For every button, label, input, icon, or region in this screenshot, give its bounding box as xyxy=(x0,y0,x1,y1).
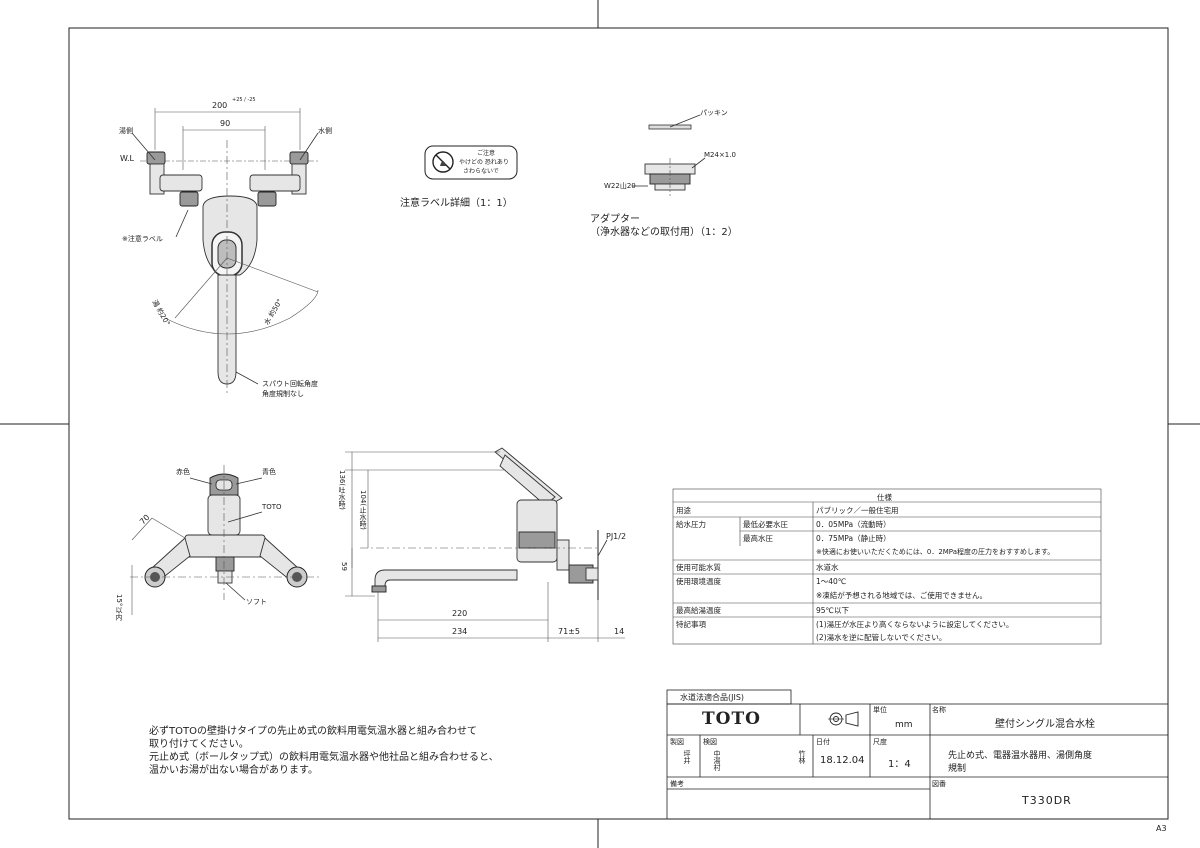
side-view-drawing xyxy=(345,447,625,642)
adapter-drawing xyxy=(632,114,706,196)
dim-71: 71±5 xyxy=(558,627,580,636)
dim-136: 136(吐水時) xyxy=(338,470,346,510)
scale-value: 1：4 xyxy=(888,759,911,770)
dim-90: 90 xyxy=(220,119,231,128)
caution-line-3: さわらないで xyxy=(463,168,499,175)
check-by-2: 竹林 xyxy=(798,750,806,764)
spec-cell-v: (1)湯圧が水圧より高くならないように設定してください。 xyxy=(816,620,1014,629)
adapter-caption-1: アダプター xyxy=(590,214,640,225)
dim-104: 104(止水時) xyxy=(359,490,367,530)
spec-cell-v: (2)湯水を逆に配管しないでください。 xyxy=(816,633,947,642)
spec-cell-v: 1～40℃ xyxy=(816,577,847,586)
drawn-label: 製図 xyxy=(670,738,684,746)
check-by: 中湯村 xyxy=(713,750,721,771)
note-line-2: 取り付けてください。 xyxy=(149,739,249,750)
date-label: 日付 xyxy=(816,738,830,746)
sheet-size-label: A3 xyxy=(1156,824,1167,833)
dim-234: 234 xyxy=(452,627,468,636)
adapter-caption-2: （浄水器などの取付用）（1：2） xyxy=(590,227,738,238)
spout-note-1: スパウト回転角度 xyxy=(262,380,318,388)
caution-label-drawing xyxy=(424,145,518,180)
top-view-drawing xyxy=(131,108,320,395)
spec-cell-k1: 用途 xyxy=(676,506,691,515)
jis-label: 水道法適合品(JIS) xyxy=(680,693,745,702)
dim-200-tolerance: +25 / -25 xyxy=(232,97,256,103)
caution-label-callout: ※注意ラベル xyxy=(122,235,163,243)
dim-59: 59 xyxy=(340,562,348,571)
hot-side-label: 湯側 xyxy=(119,127,133,135)
drawing-no-label: 図番 xyxy=(932,780,946,788)
dim-14: 14 xyxy=(614,627,625,636)
spec-cell-v: 95℃以下 xyxy=(816,606,849,615)
note-line-3: 元止め式（ボールタップ式）の飲料用電気温水器や他社品と組み合わせると、 xyxy=(149,752,499,763)
thread-label: M24×1.0 xyxy=(704,151,736,159)
dim-220: 220 xyxy=(452,609,468,618)
drawing-border xyxy=(68,27,1169,820)
spec-cell-k2: 最低必要水圧 xyxy=(743,520,788,529)
toto-logo: TOTO xyxy=(702,709,761,729)
spec-table-frame xyxy=(672,488,1102,645)
caution-line-1: ご注意 xyxy=(477,150,496,157)
remarks-label: 備考 xyxy=(670,780,684,788)
spec-cell-v: 0．75MPa（静止時） xyxy=(816,534,891,543)
w22-label: W22山20 xyxy=(604,182,636,190)
spec-cell-k1: 特記事項 xyxy=(676,620,706,629)
name-label: 名称 xyxy=(932,706,946,714)
unit-label: 単位 xyxy=(873,706,887,714)
check-label: 検図 xyxy=(703,738,717,746)
spec-cell-k1: 給水圧力 xyxy=(676,520,706,529)
scale-label: 尺度 xyxy=(873,738,887,746)
note-line-1: 必ずTOTOの壁掛けタイプの先止め式の飲料用電気温水器と組み合わせて xyxy=(149,726,477,737)
spec-title: 仕様 xyxy=(877,493,892,502)
pj-label: PJ1/2 xyxy=(606,532,627,541)
spec-cell-k1: 使用環境温度 xyxy=(676,577,721,586)
drawn-by: 坪井 xyxy=(683,750,691,764)
spout-note-2: 角度規制なし xyxy=(262,390,304,398)
spec-cell-v: 0．05MPa（流動時） xyxy=(816,520,891,529)
soft-label: ソフト xyxy=(246,598,267,606)
dim-15-angle: 15°以内 xyxy=(115,594,123,621)
cold-side-label: 水側 xyxy=(318,127,332,135)
dim-200: 200 xyxy=(212,101,228,110)
wl-label: W.L xyxy=(120,154,134,163)
title-block-frame xyxy=(666,689,1169,820)
caution-detail-caption: 注意ラベル詳細（1：1） xyxy=(400,198,513,209)
spec-cell-k1: 使用可能水質 xyxy=(676,563,721,572)
projection-symbol-icon xyxy=(828,711,859,727)
spec-cell-k2: 最高水圧 xyxy=(743,534,773,543)
spec-cell-v: ※凍結が予想される地域では、ご使用できません。 xyxy=(816,591,988,600)
note-line-4: 温かいお湯が出ない場合があります。 xyxy=(149,765,318,776)
spec-cell-v: 水道水 xyxy=(816,563,839,572)
description-2: 規制 xyxy=(948,764,967,774)
description-1: 先止め式、電器温水器用、湯側角度 xyxy=(948,751,1093,761)
packing-label: パッキン xyxy=(700,109,728,117)
drawing-number: T330DR xyxy=(1022,794,1072,807)
blue-label: 青色 xyxy=(262,468,276,476)
product-name: 壁付シングル混合水栓 xyxy=(995,719,1095,730)
date-value: 18.12.04 xyxy=(820,755,865,766)
unit-value: mm xyxy=(895,720,913,730)
spec-cell-k1: 最高給湯温度 xyxy=(676,606,721,615)
spec-cell-v: パブリック／一般住宅用 xyxy=(816,506,899,515)
spec-cell-v: ※快適にお使いいただくためには、0．2MPa程度の圧力をおすすめします。 xyxy=(816,548,1055,556)
front-view-drawing xyxy=(130,465,320,615)
toto-mark-label: TOTO xyxy=(262,503,282,511)
caution-line-2: やけどの 恐れあり xyxy=(459,159,509,166)
red-label: 赤色 xyxy=(176,468,190,476)
